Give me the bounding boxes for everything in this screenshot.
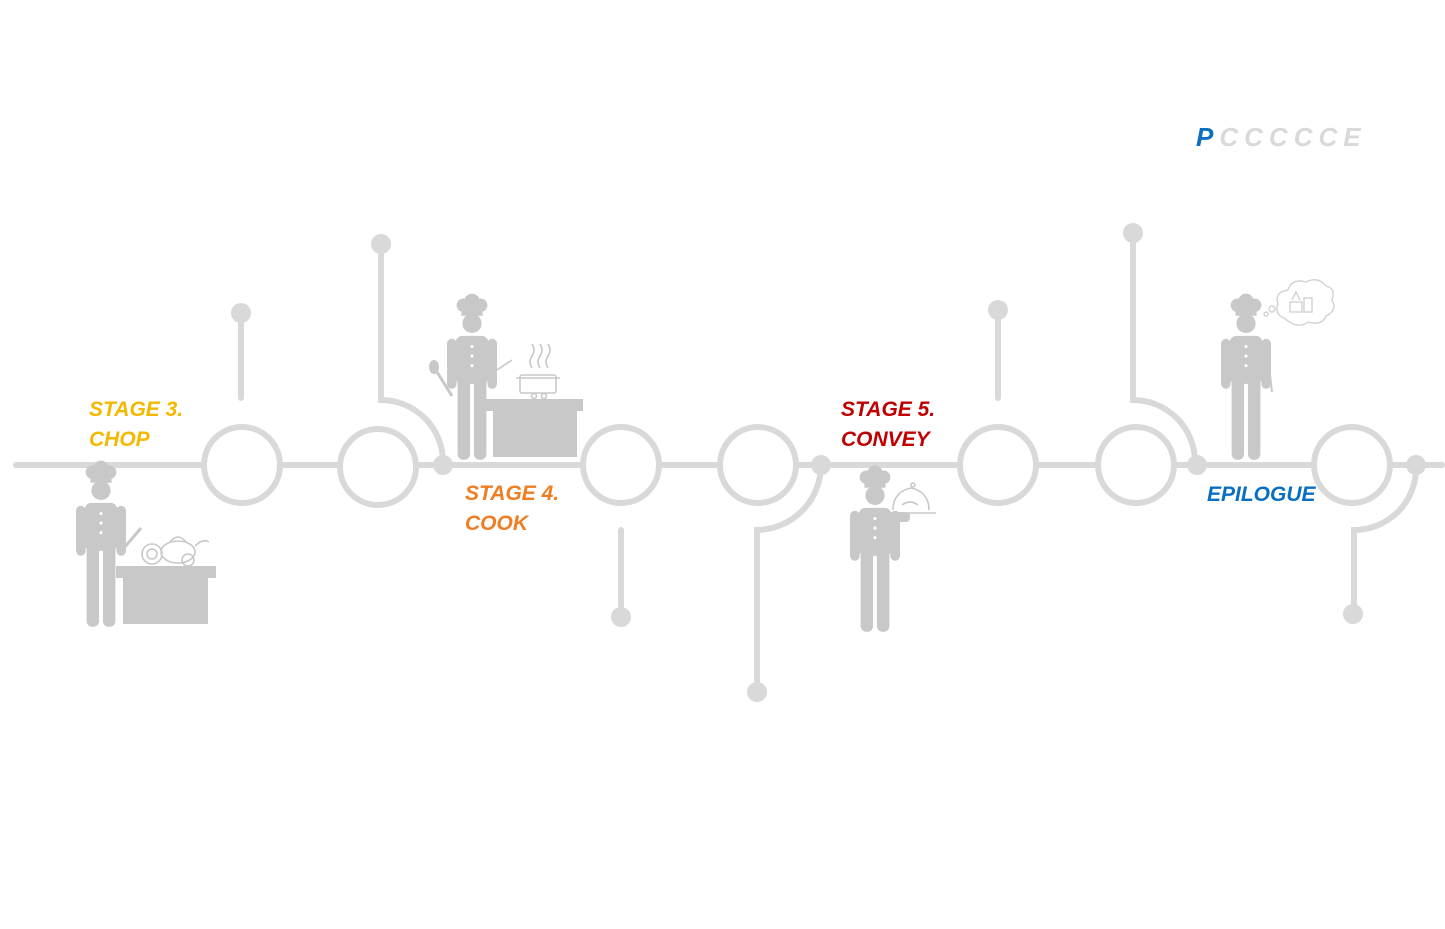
timeline-nodes bbox=[201, 424, 1393, 508]
nav-item-active[interactable]: P bbox=[1196, 122, 1220, 152]
timeline-node bbox=[957, 424, 1039, 506]
stage-4-name: COOK bbox=[465, 512, 528, 535]
chef-serving-icon bbox=[850, 465, 936, 632]
endpoint-dot bbox=[1406, 455, 1426, 475]
timeline-node bbox=[717, 424, 799, 506]
timeline-node bbox=[337, 426, 419, 508]
timeline-dots bbox=[231, 223, 1426, 702]
stage-3-label: STAGE 3. CHOP bbox=[89, 395, 183, 455]
nav-item[interactable]: C bbox=[1318, 122, 1344, 152]
nav-item[interactable]: E bbox=[1343, 122, 1367, 152]
stage-5-name: CONVEY bbox=[841, 428, 930, 451]
epilogue-label: EPILOGUE bbox=[1207, 480, 1316, 510]
endpoint-dot bbox=[611, 607, 631, 627]
endpoint-dot bbox=[371, 234, 391, 254]
section-navigation: PCCCCCE bbox=[1196, 122, 1367, 153]
endpoint-dot bbox=[747, 682, 767, 702]
stage-3-name: CHOP bbox=[89, 428, 150, 451]
endpoint-dot bbox=[1187, 455, 1207, 475]
nav-item[interactable]: C bbox=[1219, 122, 1245, 152]
chef-chopping-icon bbox=[76, 460, 216, 627]
endpoint-dot bbox=[231, 303, 251, 323]
stage-4-title: STAGE 4. bbox=[465, 482, 560, 505]
endpoint-dot bbox=[1343, 604, 1363, 624]
epilogue-title: EPILOGUE bbox=[1207, 483, 1316, 506]
timeline-node bbox=[580, 424, 662, 506]
nav-item[interactable]: C bbox=[1268, 122, 1294, 152]
timeline-node bbox=[1311, 424, 1393, 506]
endpoint-dot bbox=[988, 300, 1008, 320]
nav-item[interactable]: C bbox=[1244, 122, 1269, 152]
chef-dreaming-icon bbox=[1221, 279, 1335, 460]
chef-cooking-icon bbox=[429, 293, 583, 460]
endpoint-dot bbox=[811, 455, 831, 475]
endpoint-dot bbox=[433, 455, 453, 475]
endpoint-dot bbox=[1123, 223, 1143, 243]
stage-4-label: STAGE 4. COOK bbox=[465, 479, 559, 539]
timeline-node bbox=[201, 424, 283, 506]
stage-3-title: STAGE 3. bbox=[89, 398, 184, 421]
stage-5-label: STAGE 5. CONVEY bbox=[841, 395, 935, 455]
timeline-node bbox=[1095, 424, 1177, 506]
nav-item[interactable]: C bbox=[1293, 122, 1319, 152]
stage-5-title: STAGE 5. bbox=[841, 398, 936, 421]
